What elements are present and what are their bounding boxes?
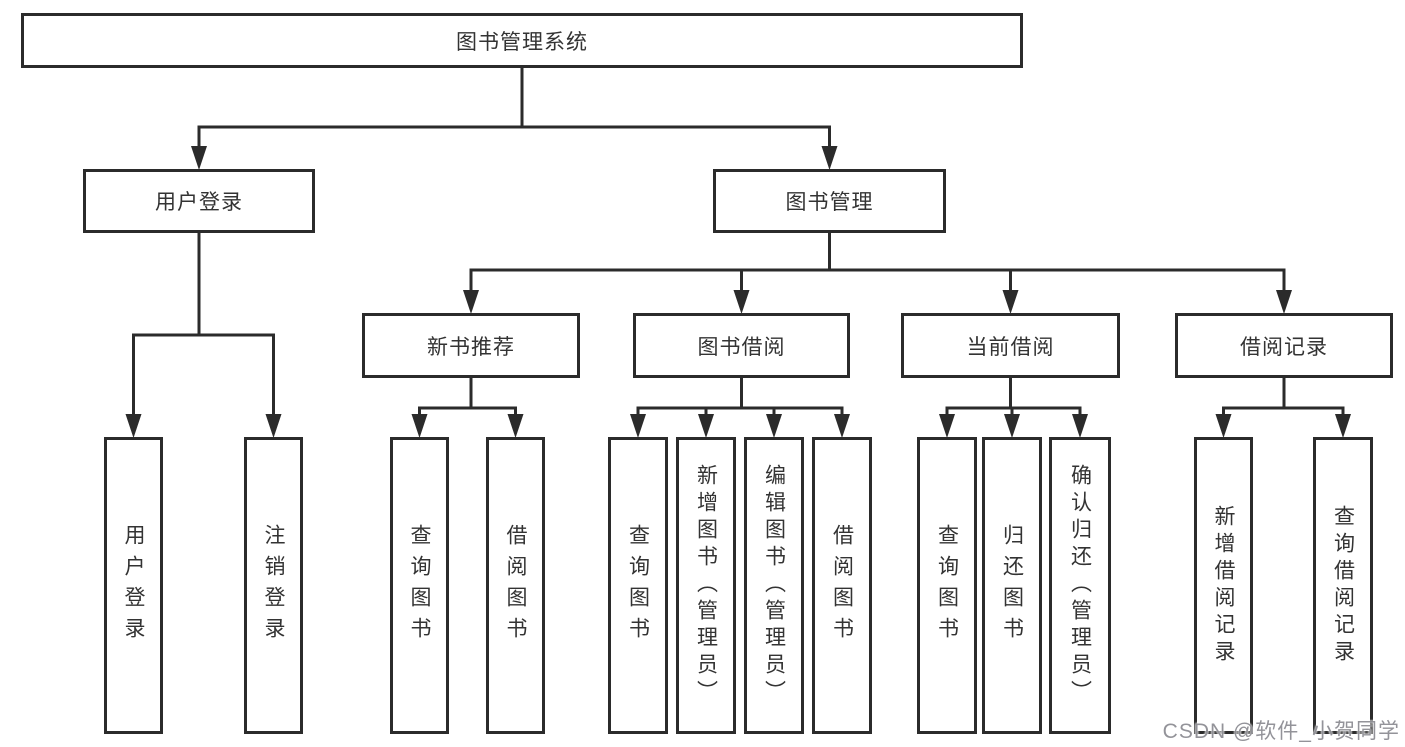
- node-leaf-logout-label: 注销登录: [262, 523, 285, 648]
- arrowhead: [1072, 414, 1088, 438]
- node-leaf-borrow-books-borrowing-label: 借阅图书: [830, 523, 854, 648]
- node-leaf-borrow-books-recommend: 借阅图书: [486, 437, 545, 734]
- node-current-borrowing-label: 当前借阅: [966, 335, 1055, 359]
- node-book-borrowing: 图书借阅: [633, 313, 850, 378]
- node-book-management: 图书管理: [713, 169, 946, 233]
- node-current-borrowing: 当前借阅: [901, 313, 1120, 378]
- csdn-watermark: CSDN @软件_小贺同学: [1162, 720, 1400, 743]
- node-leaf-search-books-current-label: 查询图书: [935, 523, 959, 648]
- arrowhead: [1004, 414, 1020, 438]
- node-borrowing-records: 借阅记录: [1175, 313, 1393, 378]
- arrowhead: [1276, 290, 1292, 314]
- node-leaf-search-borrowing-record: 查询借阅记录: [1313, 437, 1373, 734]
- node-leaf-search-books-recommend: 查询图书: [390, 437, 449, 734]
- node-leaf-return-book: 归还图书: [982, 437, 1042, 734]
- node-leaf-search-books-borrowing-label: 查询图书: [626, 523, 650, 648]
- arrowhead: [821, 146, 838, 170]
- node-leaf-search-borrowing-record-label: 查询借阅记录: [1331, 504, 1355, 667]
- node-new-book-recommend-label: 新书推荐: [427, 335, 515, 359]
- arrowhead: [463, 290, 479, 314]
- node-leaf-add-book-admin: 新增图书（管理员）: [676, 437, 736, 734]
- arrowhead: [191, 146, 207, 170]
- arrowhead: [265, 414, 282, 438]
- arrowhead: [507, 414, 524, 438]
- node-user-login: 用户登录: [83, 169, 315, 233]
- node-leaf-user-login: 用户登录: [104, 437, 163, 734]
- node-new-book-recommend: 新书推荐: [362, 313, 580, 378]
- node-root-label: 图书管理系统: [456, 30, 588, 54]
- arrowhead: [834, 414, 850, 438]
- node-book-management-label: 图书管理: [785, 191, 874, 214]
- arrowhead: [1335, 414, 1351, 438]
- arrowhead: [1002, 290, 1019, 314]
- node-leaf-edit-book-admin-label: 编辑图书（管理员）: [762, 464, 786, 707]
- node-leaf-add-borrowing-record-label: 新增借阅记录: [1212, 504, 1235, 667]
- node-leaf-confirm-return-admin: 确认归还（管理员）: [1049, 437, 1111, 734]
- node-leaf-search-books-recommend-label: 查询图书: [408, 523, 431, 648]
- node-leaf-logout: 注销登录: [244, 437, 303, 734]
- arrowhead: [630, 414, 646, 438]
- node-leaf-search-books-borrowing: 查询图书: [608, 437, 668, 734]
- node-leaf-user-login-label: 用户登录: [122, 523, 145, 648]
- node-leaf-return-book-label: 归还图书: [1000, 523, 1024, 648]
- arrowhead: [1215, 414, 1232, 438]
- node-leaf-borrow-books-borrowing: 借阅图书: [812, 437, 872, 734]
- arrowhead: [733, 290, 750, 314]
- node-leaf-borrow-books-recommend-label: 借阅图书: [504, 523, 527, 648]
- node-root: 图书管理系统: [21, 13, 1023, 68]
- node-borrowing-records-label: 借阅记录: [1240, 335, 1328, 359]
- node-leaf-add-book-admin-label: 新增图书（管理员）: [694, 464, 718, 707]
- node-leaf-add-borrowing-record: 新增借阅记录: [1194, 437, 1253, 734]
- node-leaf-edit-book-admin: 编辑图书（管理员）: [744, 437, 804, 734]
- node-leaf-confirm-return-admin-label: 确认归还（管理员）: [1068, 464, 1092, 707]
- arrowhead: [939, 414, 955, 438]
- arrowhead: [766, 414, 782, 438]
- arrowhead: [125, 414, 142, 438]
- node-user-login-label: 用户登录: [155, 191, 243, 214]
- node-leaf-search-books-current: 查询图书: [917, 437, 977, 734]
- node-book-borrowing-label: 图书借阅: [697, 335, 786, 359]
- arrowhead: [411, 414, 428, 438]
- arrowhead: [698, 414, 714, 438]
